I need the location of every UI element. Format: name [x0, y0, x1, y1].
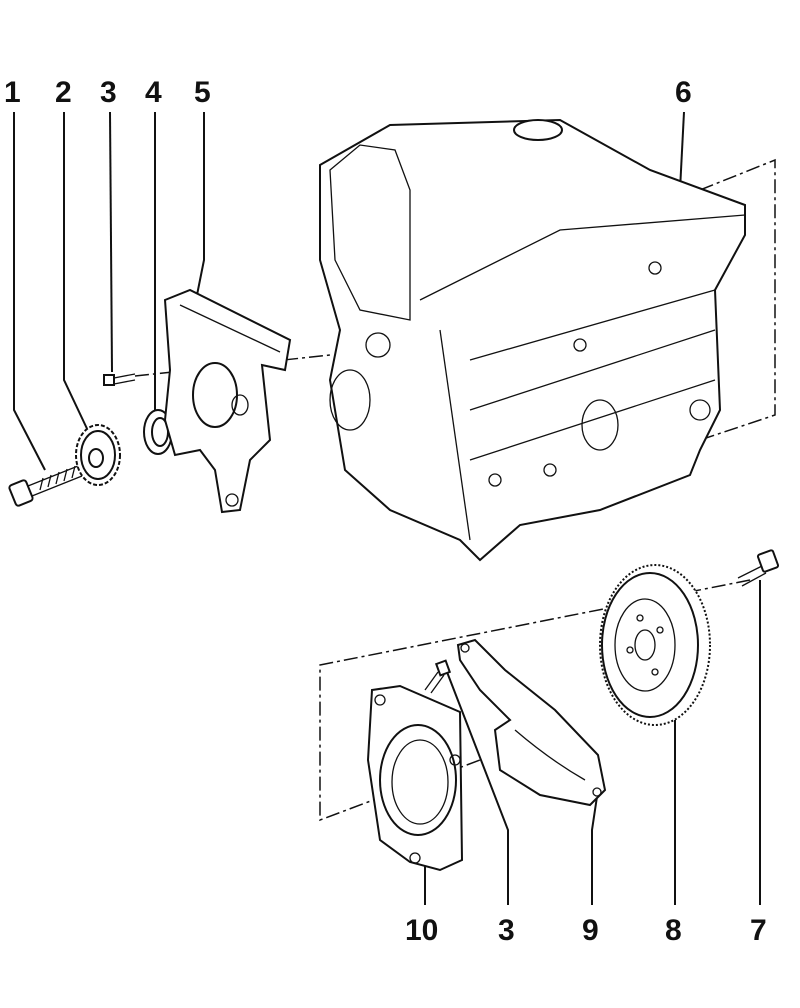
bolt-3-bottom [424, 659, 452, 694]
callout-2: 2 [55, 76, 72, 109]
callout-3: 3 [100, 76, 117, 109]
callout-4: 4 [145, 76, 162, 109]
cover-plate-9 [456, 638, 607, 807]
bolt-7 [737, 549, 780, 587]
callouts-top: 1 2 3 4 5 6 [4, 76, 692, 109]
callout-1: 1 [4, 76, 21, 109]
callout-3b: 3 [498, 914, 515, 947]
rear-seal-housing-10 [366, 684, 464, 872]
oil-pump-housing-5 [163, 288, 292, 514]
callout-6: 6 [675, 76, 692, 109]
callouts-bottom: 10 3 9 8 7 [405, 914, 767, 947]
callout-8: 8 [665, 914, 682, 947]
callout-9: 9 [582, 914, 599, 947]
sprocket-2 [75, 424, 121, 486]
callout-10: 10 [405, 914, 438, 947]
bolt-3 [103, 373, 136, 386]
callout-5: 5 [194, 76, 211, 109]
flywheel-8 [599, 564, 711, 726]
engine-block-6 [319, 118, 746, 562]
leader-lines [13, 111, 761, 905]
callout-7: 7 [750, 914, 767, 947]
bolt-1 [8, 465, 83, 507]
